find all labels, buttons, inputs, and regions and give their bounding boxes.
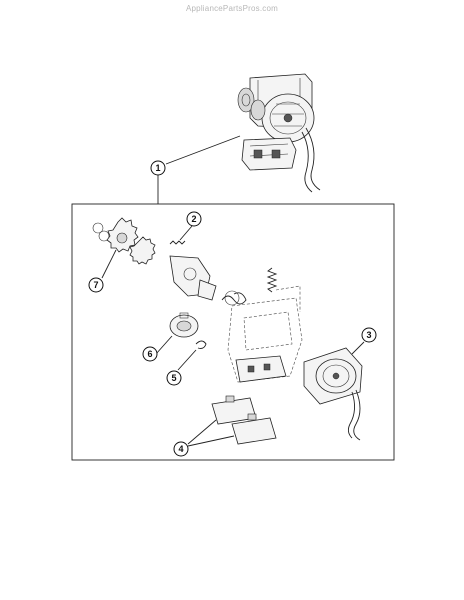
callout-6-label: 6 [147,349,152,359]
callout-7: 7 [88,277,104,293]
leader-line-3 [351,341,365,355]
timer-motor-illustration [303,347,363,441]
callout-3-label: 3 [366,330,371,340]
watermark: AppliancePartsPros.com [186,4,278,13]
callout-7-label: 7 [93,280,98,290]
clip-illustration [195,340,207,349]
callout-6: 6 [142,346,158,362]
callout-2: 2 [186,211,202,227]
callout-5: 5 [166,370,182,386]
callout-4: 4 [173,441,189,457]
cam-knob-illustration [169,312,199,338]
callout-1: 1 [150,160,166,176]
exploded-view-frame [71,203,395,461]
callout-5-label: 5 [171,373,176,383]
leader-line-5 [177,349,197,371]
small-spring-illustration [169,240,186,245]
coil-spring-illustration [266,267,278,293]
cam-linkage-illustration [169,255,247,306]
timer-assembly-illustration [237,73,321,193]
leader-line-4b [187,435,235,447]
switch-housing-illustration [227,285,303,383]
callout-2-label: 2 [191,214,196,224]
leader-line-4a [187,419,217,445]
callout-4-label: 4 [178,444,183,454]
callout-1-label: 1 [155,163,160,173]
leader-line-7 [101,249,117,279]
leader-line-2 [179,225,193,241]
switch-pair-illustration [211,395,277,445]
leader-line-1 [165,135,241,165]
sprocket-gear-illustration [92,217,156,265]
callout-3: 3 [361,327,377,343]
leader-line-6 [155,335,173,355]
